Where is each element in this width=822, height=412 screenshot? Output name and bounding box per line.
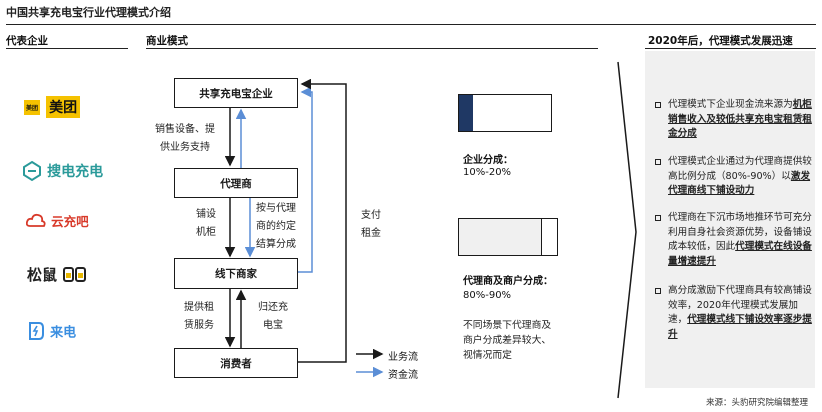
trend-bullet-2: 代理模式企业通过为代理商提供较高比例分成（80%-90%）以激发代理商线下铺设动… [655, 155, 813, 199]
source-note: 来源：头豹研究院编辑整理 [706, 398, 809, 408]
company-share-fill [459, 95, 473, 131]
label-revenue-share: 按与代理商的约定结算分成 [256, 203, 296, 250]
box-consumer: 消费者 [174, 348, 298, 378]
trend-panel [645, 51, 815, 388]
section-rule-right [645, 48, 816, 49]
songshu-logo: 松鼠 [27, 264, 88, 285]
section-trend: 2020年后，代理模式发展迅速 [648, 35, 793, 47]
trend-bullet-3: 代理商在下沉市场地推环节可充分利用自身社会资源优势，设备铺设成本较低，因此代理模… [655, 211, 813, 269]
yunchongba-logo: 云充吧 [25, 210, 89, 230]
page-title: 中国共享充电宝行业代理模式介绍 [6, 6, 171, 19]
company-share-value: 10%-20% [463, 167, 512, 178]
label-pay-rent: 支付租金 [361, 210, 381, 239]
trend-bullet-4: 高分成激励下代理商具有较高铺设效率，2020年代理模式发展加速，代理模式线下铺设… [655, 284, 813, 342]
meituan-text: 美团 [46, 96, 81, 118]
box-agent: 代理商 [174, 168, 298, 198]
label-sell-equipment: 销售设备、提供业务支持 [155, 124, 215, 153]
label-return-powerbank: 归还充电宝 [258, 302, 288, 331]
legend-fund-label: 资金流 [388, 370, 418, 381]
section-rule-left [6, 48, 128, 49]
label-provide-rental: 提供租赁服务 [184, 302, 214, 331]
section-rule-middle [146, 48, 598, 49]
company-share-label: 企业分成： [463, 155, 513, 166]
agent-share-label: 代理商及商户分成： [463, 276, 553, 287]
bullet-square-icon [655, 102, 661, 108]
box-merchant: 线下商家 [174, 258, 298, 289]
box-company: 共享充电宝企业 [174, 78, 298, 108]
soudian-logo: 搜电充电 [22, 160, 103, 182]
trend-bullet-1: 代理模式下企业现金流来源为机柜销售收入及较低共享充电宝租赁租金分成 [655, 98, 813, 142]
bullet-square-icon [655, 215, 661, 221]
bullet-square-icon [655, 288, 661, 294]
agent-share-bar [458, 218, 558, 256]
section-representatives: 代表企业 [6, 35, 48, 47]
share-note: 不同场景下代理商及商户分成差异较大、视情况而定 [463, 320, 552, 361]
label-deploy-cabinet: 铺设机柜 [196, 209, 216, 238]
yunchongba-text: 云充吧 [51, 214, 89, 229]
arrow-merchant-to-company-fund [298, 86, 313, 273]
bullet-square-icon [655, 159, 661, 165]
soudian-icon [23, 160, 41, 182]
company-share-bar [458, 94, 552, 132]
laidian-icon [29, 322, 44, 340]
songshu-text: 松鼠 [27, 266, 58, 284]
soudian-text: 搜电充电 [47, 164, 104, 180]
arrow-consumer-to-company-fund [298, 78, 347, 363]
meituan-badge: 美团 [24, 99, 41, 115]
chevron-divider [617, 61, 637, 399]
meituan-logo: 美团 美团 [24, 96, 81, 118]
agent-share-fill [459, 219, 543, 255]
laidian-logo: 来电 [27, 320, 76, 342]
section-business-model: 商业模式 [146, 35, 188, 47]
title-rule [6, 24, 816, 25]
agent-share-value: 80%-90% [463, 290, 512, 301]
legend-business-label: 业务流 [388, 352, 418, 363]
laidian-text: 来电 [50, 325, 77, 341]
songshu-battery-icon [63, 266, 87, 282]
cloud-icon [25, 213, 46, 227]
